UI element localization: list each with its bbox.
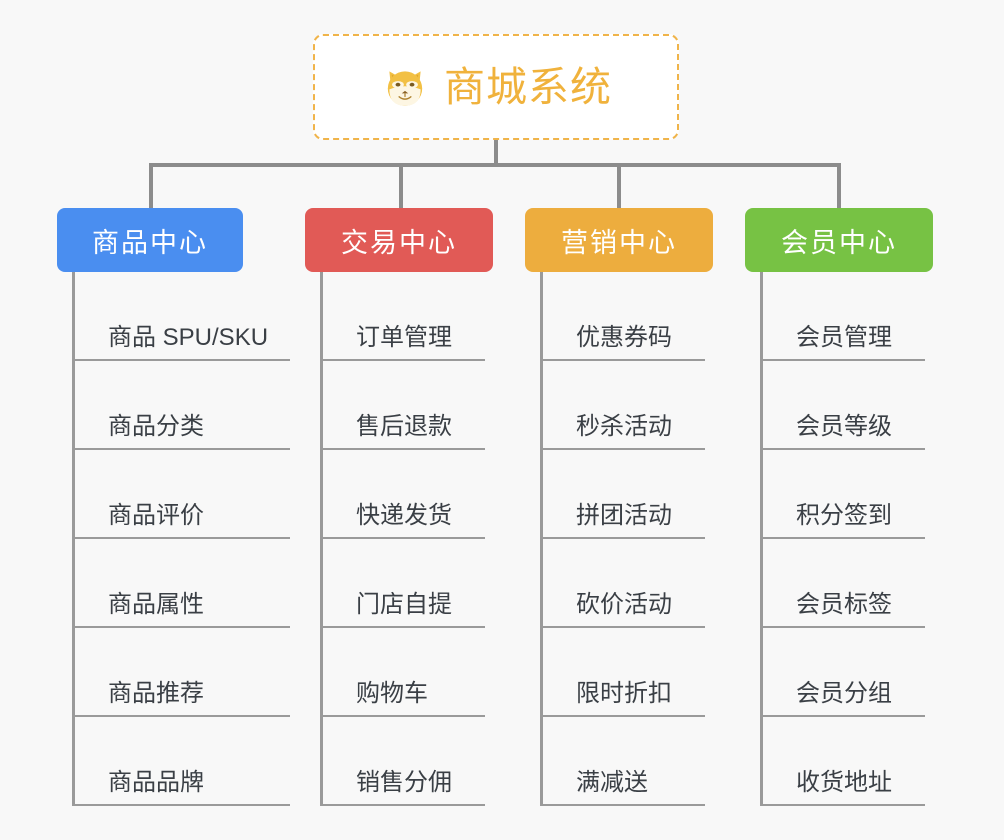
list-item-label: 会员等级 [796, 413, 892, 440]
root-node[interactable]: 商城系统 [313, 34, 679, 140]
list-item-label: 满减送 [576, 769, 648, 796]
connector-drop-1 [149, 163, 153, 208]
list-item[interactable]: 门店自提 [323, 539, 485, 628]
branch-header-member[interactable]: 会员中心 [745, 208, 933, 272]
root-title: 商城系统 [444, 63, 612, 110]
branch-column-product: 商品中心 商品 SPU/SKU 商品分类 商品评价 商品属性 商品推荐 商品品牌 [57, 208, 290, 806]
branch-items-member: 会员管理 会员等级 积分签到 会员标签 会员分组 收货地址 [760, 272, 925, 806]
list-item[interactable]: 会员分组 [763, 628, 925, 717]
branch-header-label: 商品中心 [92, 227, 208, 258]
list-item-label: 收货地址 [796, 769, 892, 796]
list-item-label: 商品 SPU/SKU [108, 324, 269, 351]
list-item[interactable]: 商品评价 [75, 450, 290, 539]
list-item-label: 商品推荐 [108, 680, 204, 707]
branch-header-label: 交易中心 [341, 227, 457, 258]
list-item[interactable]: 收货地址 [763, 717, 925, 806]
list-item[interactable]: 商品 SPU/SKU [75, 272, 290, 361]
list-item-label: 快递发货 [356, 502, 452, 529]
list-item-label: 商品品牌 [108, 769, 204, 796]
list-item[interactable]: 会员等级 [763, 361, 925, 450]
list-item-label: 销售分佣 [356, 769, 452, 796]
branch-column-member: 会员中心 会员管理 会员等级 积分签到 会员标签 会员分组 收货地址 [745, 208, 933, 806]
shiba-dog-icon [380, 62, 430, 112]
list-item-label: 会员管理 [796, 324, 892, 351]
list-item[interactable]: 销售分佣 [323, 717, 485, 806]
list-item-label: 限时折扣 [576, 680, 672, 707]
list-item[interactable]: 砍价活动 [543, 539, 705, 628]
connector-drop-4 [837, 163, 841, 208]
list-item[interactable]: 满减送 [543, 717, 705, 806]
list-item[interactable]: 会员标签 [763, 539, 925, 628]
list-item-label: 订单管理 [356, 324, 452, 351]
list-item[interactable]: 购物车 [323, 628, 485, 717]
branch-items-trade: 订单管理 售后退款 快递发货 门店自提 购物车 销售分佣 [320, 272, 485, 806]
list-item[interactable]: 商品推荐 [75, 628, 290, 717]
list-item[interactable]: 限时折扣 [543, 628, 705, 717]
list-item-label: 商品评价 [108, 502, 204, 529]
list-item[interactable]: 订单管理 [323, 272, 485, 361]
list-item-label: 会员标签 [796, 591, 892, 618]
list-item-label: 售后退款 [356, 413, 452, 440]
branch-column-trade: 交易中心 订单管理 售后退款 快递发货 门店自提 购物车 销售分佣 [305, 208, 493, 806]
connector-horizontal-bus [149, 163, 841, 167]
list-item-label: 会员分组 [796, 680, 892, 707]
list-item[interactable]: 拼团活动 [543, 450, 705, 539]
branch-items-product: 商品 SPU/SKU 商品分类 商品评价 商品属性 商品推荐 商品品牌 [72, 272, 290, 806]
branch-header-label: 营销中心 [561, 227, 677, 258]
list-item-label: 优惠券码 [576, 324, 672, 351]
branch-items-marketing: 优惠券码 秒杀活动 拼团活动 砍价活动 限时折扣 满减送 [540, 272, 705, 806]
list-item-label: 购物车 [356, 680, 428, 707]
list-item-label: 拼团活动 [576, 502, 672, 529]
connector-root-stem [494, 140, 498, 165]
branch-header-trade[interactable]: 交易中心 [305, 208, 493, 272]
list-item[interactable]: 商品分类 [75, 361, 290, 450]
list-item[interactable]: 商品品牌 [75, 717, 290, 806]
list-item[interactable]: 秒杀活动 [543, 361, 705, 450]
list-item[interactable]: 商品属性 [75, 539, 290, 628]
list-item-label: 积分签到 [796, 502, 892, 529]
list-item[interactable]: 快递发货 [323, 450, 485, 539]
branch-column-marketing: 营销中心 优惠券码 秒杀活动 拼团活动 砍价活动 限时折扣 满减送 [525, 208, 713, 806]
branch-header-label: 会员中心 [781, 227, 897, 258]
branch-header-product[interactable]: 商品中心 [57, 208, 243, 272]
branch-header-marketing[interactable]: 营销中心 [525, 208, 713, 272]
connector-drop-2 [399, 163, 403, 208]
list-item[interactable]: 售后退款 [323, 361, 485, 450]
list-item-label: 门店自提 [356, 591, 452, 618]
connector-drop-3 [617, 163, 621, 208]
list-item-label: 秒杀活动 [576, 413, 672, 440]
list-item-label: 商品分类 [108, 413, 204, 440]
list-item[interactable]: 积分签到 [763, 450, 925, 539]
list-item-label: 砍价活动 [576, 591, 672, 618]
list-item-label: 商品属性 [108, 591, 204, 618]
list-item[interactable]: 优惠券码 [543, 272, 705, 361]
list-item[interactable]: 会员管理 [763, 272, 925, 361]
